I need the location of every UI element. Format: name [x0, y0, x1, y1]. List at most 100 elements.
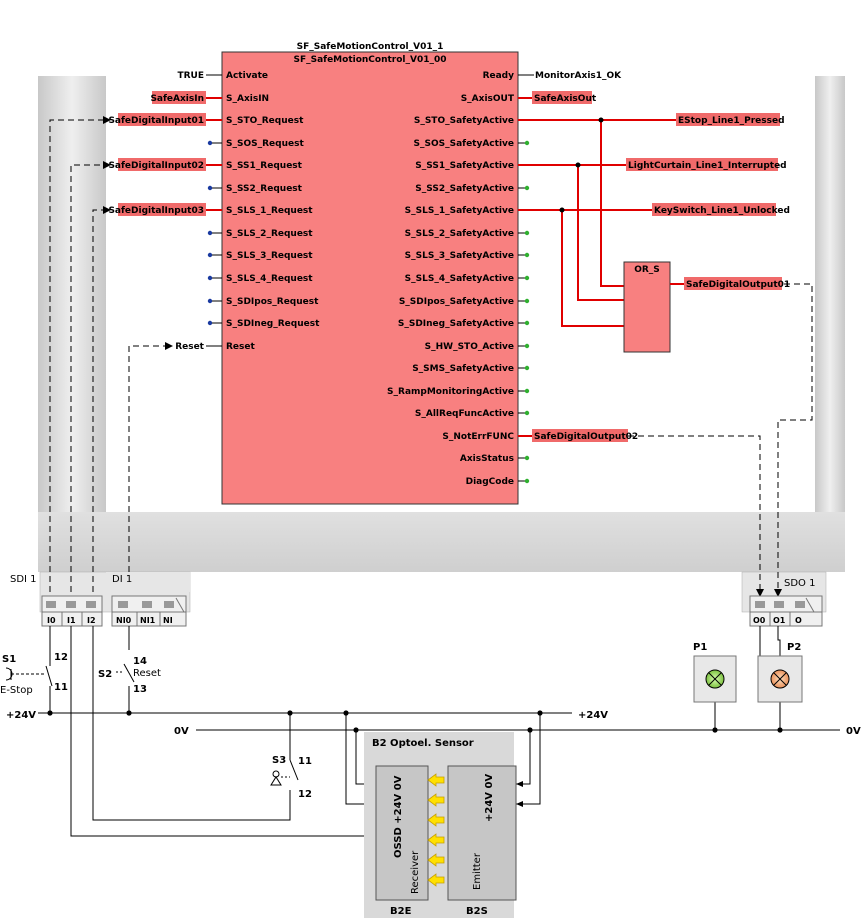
tag-box-sdo2 — [532, 429, 628, 442]
tag-box-keyswitch — [652, 203, 776, 216]
fb-output-pin: S_SS1_SafetyActive — [415, 161, 514, 171]
fb-input-pin: S_SLS_4_Request — [226, 274, 313, 284]
tag-reset[interactable]: Reset — [175, 342, 204, 352]
tag-activate: TRUE — [177, 71, 204, 81]
fb-input-pin: S_SLS_1_Request — [226, 206, 313, 216]
fb-input-pin: S_SDIneg_Request — [226, 319, 320, 329]
lamp-p1[interactable]: P1 — [693, 642, 737, 703]
fb-output-pin: S_RampMonitoringActive — [387, 387, 514, 397]
fb-output-pin: S_SDIneg_SafetyActive — [398, 319, 514, 329]
sdi-module[interactable]: SDI 1 I0 I1 I2 — [10, 574, 103, 627]
fb-output-pin: S_NotErrFUNC — [442, 432, 514, 442]
tag-keyswitch[interactable]: KeySwitch_Line1_Unlocked — [654, 206, 790, 216]
sdo-o2: O — [795, 616, 802, 625]
s3-name: S3 — [272, 755, 286, 766]
s1-estop-switch[interactable]: S1 12 11 E-Stop — [0, 650, 68, 696]
tag-lightcurtain[interactable]: LightCurtain_Line1_Interrupted — [628, 161, 787, 171]
fb-output-pin: Ready — [483, 71, 515, 81]
fb-input-pin: S_STO_Request — [226, 116, 304, 126]
tag-box-sdo1 — [684, 277, 782, 290]
tag-box-lightcurtain — [626, 158, 778, 171]
tag-ready[interactable]: MonitorAxis1_OK — [535, 71, 622, 81]
fb-type-name: SF_SafeMotionControl_V01_00 — [293, 55, 446, 65]
di-ni2: NI — [163, 616, 173, 625]
fb-input-pin: S_SS2_Request — [226, 184, 303, 194]
sensor-title: B2 Optoel. Sensor — [372, 738, 474, 749]
rail-24v-left: +24V — [6, 710, 36, 721]
lamp-p2[interactable]: P2 — [757, 642, 803, 703]
di-ni0: NI0 — [116, 616, 132, 625]
function-block[interactable]: SF_SafeMotionControl_V01_1 SF_SafeMotion… — [221, 42, 519, 505]
di-module[interactable]: DI 1 NI0 NI1 NI — [106, 572, 190, 627]
fb-input-pin: S_SS1_Request — [226, 161, 303, 171]
fb-output-pin: S_STO_SafetyActive — [414, 116, 514, 126]
receiver-label: Receiver — [410, 850, 421, 894]
s3-t2: 12 — [298, 789, 312, 800]
tag-box-sls1 — [118, 203, 206, 216]
receiver-box — [375, 765, 429, 901]
tag-sls1-input[interactable]: SafeDigitalInput03 — [108, 206, 204, 216]
tag-axis-in[interactable]: SafeAxisIn — [150, 94, 204, 104]
rail-24v-mid: +24V — [578, 710, 608, 721]
tag-axis-out[interactable]: SafeAxisOut — [534, 94, 597, 104]
fb-output-pin: S_AllReqFuncActive — [415, 409, 514, 419]
fb-output-pin: S_HW_STO_Active — [425, 342, 514, 352]
tag-ss1-input[interactable]: SafeDigitalInput02 — [108, 161, 204, 171]
tag-box-sto — [118, 113, 206, 126]
sdi-i1: I1 — [67, 616, 76, 625]
s1-name: S1 — [2, 654, 16, 665]
tag-box-axis-in — [152, 91, 206, 104]
tag-sto-input[interactable]: SafeDigitalInput01 — [108, 116, 204, 126]
tag-sdo1[interactable]: SafeDigitalOutput01 — [686, 280, 790, 290]
fb-output-pin: S_SDIpos_SafetyActive — [399, 297, 514, 307]
p2-name: P2 — [787, 642, 801, 653]
fb-input-pin: S_SOS_Request — [226, 139, 304, 149]
emitter-id: B2S — [466, 906, 488, 917]
tag-box-estop — [676, 113, 780, 126]
fb-output-pin: S_SMS_SafetyActive — [412, 364, 514, 374]
output-wires: MonitorAxis1_OK SafeAxisOut EStop_Line1_… — [518, 71, 790, 484]
input-wires: TRUE SafeAxisIn SafeDigitalInput01 SafeD… — [108, 71, 222, 352]
fb-output-pin: S_SS2_SafetyActive — [415, 184, 514, 194]
s2-reset-switch[interactable]: S2 14 Reset 13 — [98, 656, 161, 695]
tag-sdo2[interactable]: SafeDigitalOutput02 — [534, 432, 638, 442]
fb-input-pin: Activate — [226, 71, 268, 81]
sdi-i2: I2 — [87, 616, 96, 625]
sdo-label: SDO 1 — [784, 578, 815, 589]
or-block[interactable]: OR_S SafeDigitalOutput01 — [623, 261, 790, 353]
di-ni1: NI1 — [140, 616, 156, 625]
rail-0v-left: 0V — [174, 726, 189, 737]
s3-key-switch[interactable]: S3 11 12 — [270, 755, 312, 800]
fb-input-pin: S_SDIpos_Request — [226, 297, 319, 307]
fb-output-pin: S_AxisOUT — [461, 94, 515, 104]
optoel-sensor[interactable]: B2 Optoel. Sensor OSSD +24V 0V Receiver … — [364, 732, 517, 918]
emitter-label: Emitter — [472, 852, 483, 890]
fb-output-pin: S_SLS_2_SafetyActive — [405, 229, 514, 239]
s2-t1: 14 — [133, 656, 147, 667]
sdo-module[interactable]: SDO 1 O0 O1 O — [749, 578, 823, 627]
fb-output-pin: DiagCode — [466, 477, 514, 487]
fb-input-pin: Reset — [226, 342, 255, 352]
fb-instance-name: SF_SafeMotionControl_V01_1 — [297, 42, 444, 52]
fb-input-pin: S_SLS_2_Request — [226, 229, 313, 239]
fb-input-pin: S_AxisIN — [226, 94, 269, 104]
s1-t2: 11 — [54, 682, 68, 693]
rail-0v-right: 0V — [846, 726, 861, 737]
sdi-i0: I0 — [47, 616, 56, 625]
fb-output-pin: S_SLS_1_SafetyActive — [405, 206, 514, 216]
fb-output-pin: S_SOS_SafetyActive — [414, 139, 515, 149]
io-mapping-wires — [49, 116, 813, 612]
emitter-box — [447, 765, 517, 901]
receiver-id: B2E — [390, 906, 412, 917]
s1-t1: 12 — [54, 652, 68, 663]
tag-box-axis-out — [532, 91, 592, 104]
s2-desc: Reset — [133, 668, 161, 679]
or-block-name: OR_S — [634, 265, 660, 275]
fb-output-pin: S_SLS_4_SafetyActive — [405, 274, 514, 284]
s2-name: S2 — [98, 669, 112, 680]
fb-output-pin: S_SLS_3_SafetyActive — [405, 251, 514, 261]
tag-estop[interactable]: EStop_Line1_Pressed — [678, 116, 785, 126]
